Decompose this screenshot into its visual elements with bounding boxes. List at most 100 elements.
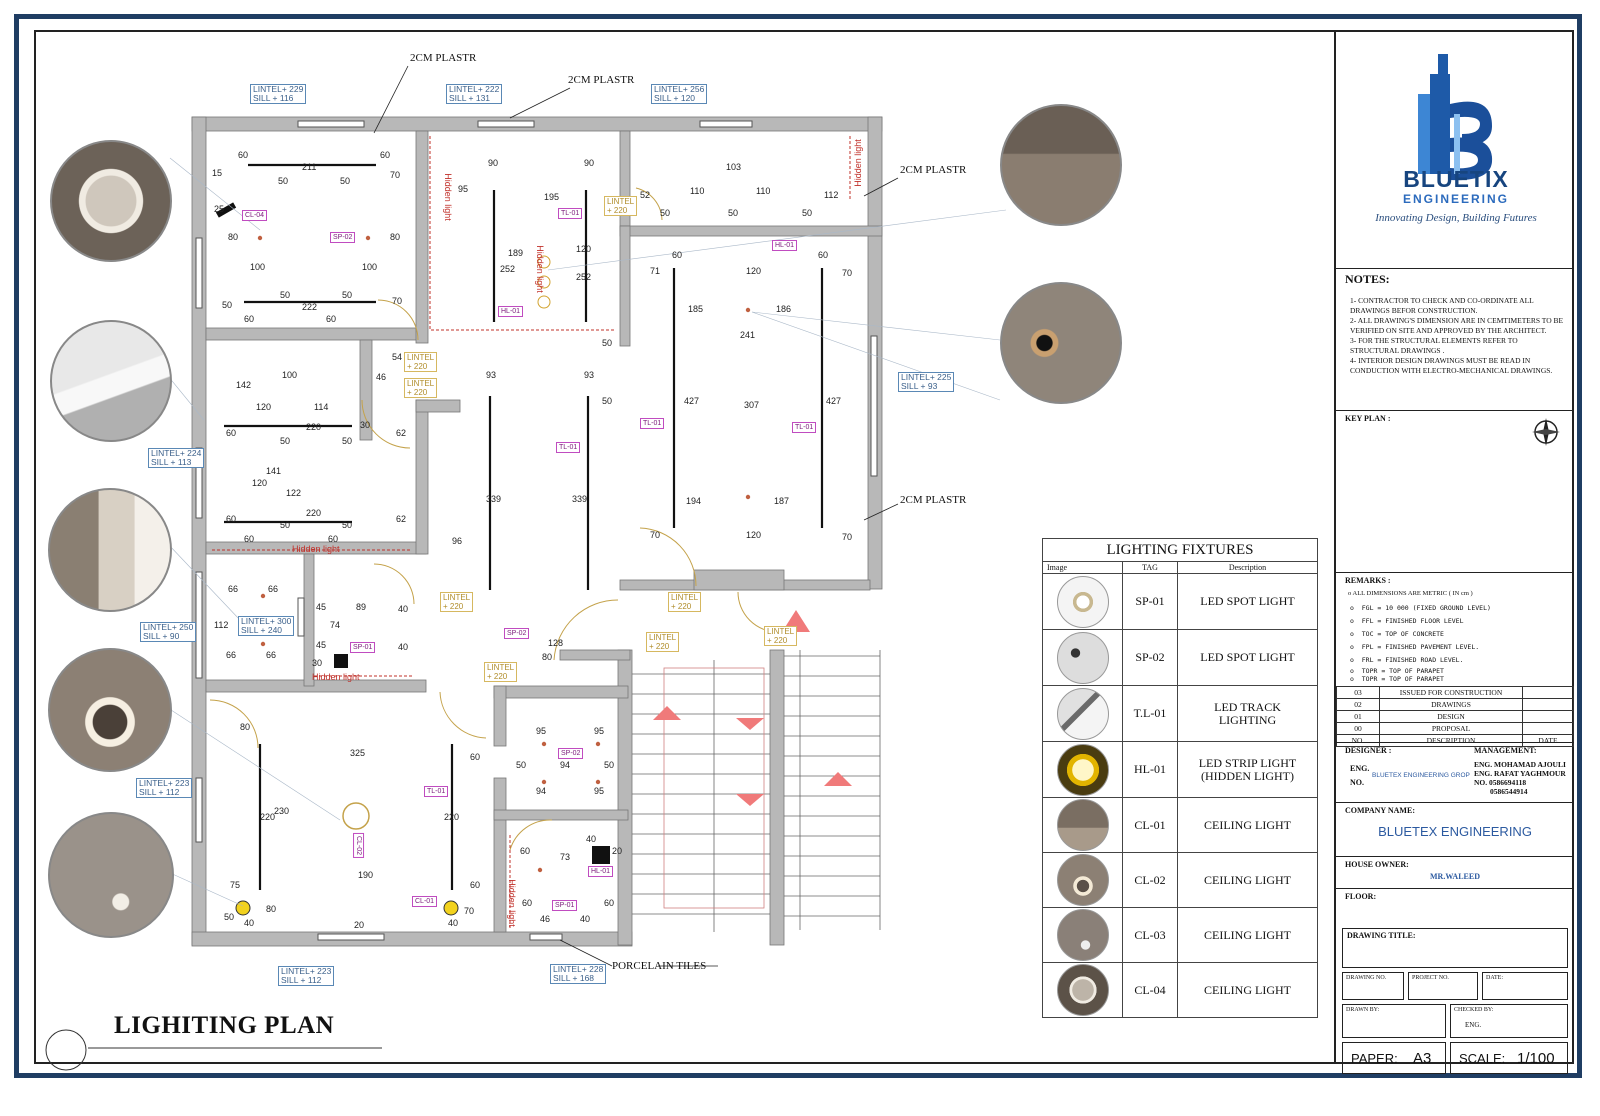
fixture-tag: HL-01 [772, 240, 798, 251]
mirror-light [215, 202, 237, 218]
door-swing [639, 527, 697, 587]
dim: 50 [280, 436, 291, 446]
dim: 50 [802, 208, 813, 218]
fixture-tag: TL-01 [556, 442, 581, 453]
dim: 60 [238, 150, 249, 160]
dim: 120 [576, 244, 592, 254]
brand-tagline: Innovating Design, Building Futures [1375, 212, 1537, 224]
checked-by-box: CHECKED BY: ENG. [1450, 1004, 1568, 1038]
dim: 190 [358, 870, 374, 880]
dim: 45 [316, 640, 327, 650]
dim: 80 [266, 904, 277, 914]
wall-internal [415, 399, 461, 413]
door-lintel: LINTEL + 220 [484, 662, 518, 682]
ring-chandelier-photo-icon [48, 648, 172, 772]
paper-value: A3 [1413, 1050, 1432, 1067]
dim: 60 [520, 846, 531, 856]
dim: 89 [356, 602, 367, 612]
wall-internal [619, 225, 883, 237]
dim: 114 [314, 402, 329, 412]
remarks-list: o FGL = 10 000 (FIXED GROUND LEVEL) o FF… [1350, 602, 1491, 683]
remark-item: o FFL = FINISHED FLOOR LEVEL [1350, 617, 1464, 625]
plaster-label: 2CM PLASTR [410, 52, 477, 64]
lintel-tag: LINTEL+ 223 SILL + 112 [278, 966, 335, 986]
title-circle [45, 1029, 87, 1071]
dim: 70 [464, 906, 475, 916]
fixture-tag: TL-01 [424, 786, 449, 797]
fixture-desc: CEILING LIGHT [1177, 962, 1318, 1018]
dim: 50 [342, 436, 353, 446]
door-swing [209, 699, 259, 749]
remark-item: o TOC = TOP OF CONCRETE [1350, 630, 1444, 638]
dim: 122 [286, 488, 302, 498]
wall-top [191, 116, 883, 132]
wall-internal [205, 679, 427, 693]
mgmt-name: ENG. RAFAT YAGHMOUR [1474, 769, 1566, 778]
lighting-fixtures-table: LIGHTING FIXTURES Image TAG Description … [1042, 538, 1318, 1018]
project-no-box: PROJECT NO. [1408, 972, 1478, 1000]
dim: 120 [256, 402, 272, 412]
window [317, 933, 385, 941]
dim: 93 [486, 370, 497, 380]
dim: 45 [316, 602, 327, 612]
designer-label: DESIGNER : [1345, 746, 1392, 755]
fixture-tag: CL-01 [412, 896, 438, 907]
dim: 187 [774, 496, 790, 506]
date-label: DATE: [1486, 975, 1503, 981]
spot-light [365, 235, 371, 241]
fixture-tag: CL-03 [1122, 907, 1178, 963]
porcelain-label: PORCELAIN TILES [612, 960, 707, 972]
note-line: 1- CONTRACTOR TO CHECK AND CO-ORDINATE A… [1350, 296, 1534, 315]
fixture-tag: CL-04 [242, 210, 268, 221]
divider [1336, 888, 1574, 889]
dim: 70 [392, 296, 403, 306]
dim: 60 [328, 534, 339, 544]
management-label: MANAGEMENT: [1474, 746, 1537, 755]
dim: 75 [230, 880, 241, 890]
fixture-desc: LED STRIP LIGHT (HIDDEN LIGHT) [1177, 741, 1318, 798]
dim: 74 [330, 620, 341, 630]
rev-desc: ISSUED FOR CONSTRUCTION [1379, 686, 1523, 699]
dim: 185 [688, 304, 704, 314]
designer-no: NO. [1350, 778, 1364, 787]
door-lintel: LINTEL + 220 [764, 626, 798, 646]
dim: 60 [380, 150, 391, 160]
rev-no: 01 [1336, 710, 1380, 723]
dim: 71 [650, 266, 661, 276]
spot-light-icon [1056, 575, 1109, 628]
door-swing [635, 187, 663, 221]
wall-internal [493, 809, 629, 821]
dim: 195 [544, 192, 560, 202]
rev-desc: PROPOSAL [1379, 722, 1523, 735]
dim: 66 [268, 584, 279, 594]
divider [1336, 802, 1574, 803]
paper-box: PAPER: A3 [1342, 1042, 1446, 1074]
spot-light [745, 494, 751, 500]
dim: 70 [390, 170, 401, 180]
designer-eng: ENG. [1350, 764, 1370, 773]
fixture-tag: HL-01 [588, 866, 614, 877]
fixture-tag: HL-01 [1122, 741, 1178, 798]
wall-internal [619, 225, 631, 347]
lintel-tag: LINTEL+ 250 SILL + 90 [140, 622, 197, 642]
fixture-row: T.L-01 LED TRACK LIGHTING [1042, 685, 1318, 742]
dim: 50 [280, 520, 291, 530]
dim: 90 [584, 158, 595, 168]
door-lintel: LINTEL + 220 [440, 592, 474, 612]
window [195, 571, 203, 679]
dim: 307 [744, 400, 760, 410]
compass-icon [1532, 418, 1560, 446]
brand-name: BLUETIX [1403, 166, 1509, 192]
spot-light [537, 275, 551, 289]
door-lintel: LINTEL + 220 [646, 632, 680, 652]
dim: 50 [340, 176, 351, 186]
hidden-light-line [429, 136, 614, 331]
door-swing [553, 599, 619, 661]
dim: 230 [274, 806, 290, 816]
pendant-icon [1056, 799, 1109, 851]
track-light-photo-icon [48, 488, 172, 612]
note-line: 4- INTERIOR DESIGN DRAWINGS MUST BE READ… [1350, 356, 1553, 375]
remark-text: TOPR = TOP OF PARAPET [1361, 667, 1444, 675]
divider [1336, 742, 1574, 743]
owner-label: HOUSE OWNER: [1345, 860, 1409, 869]
